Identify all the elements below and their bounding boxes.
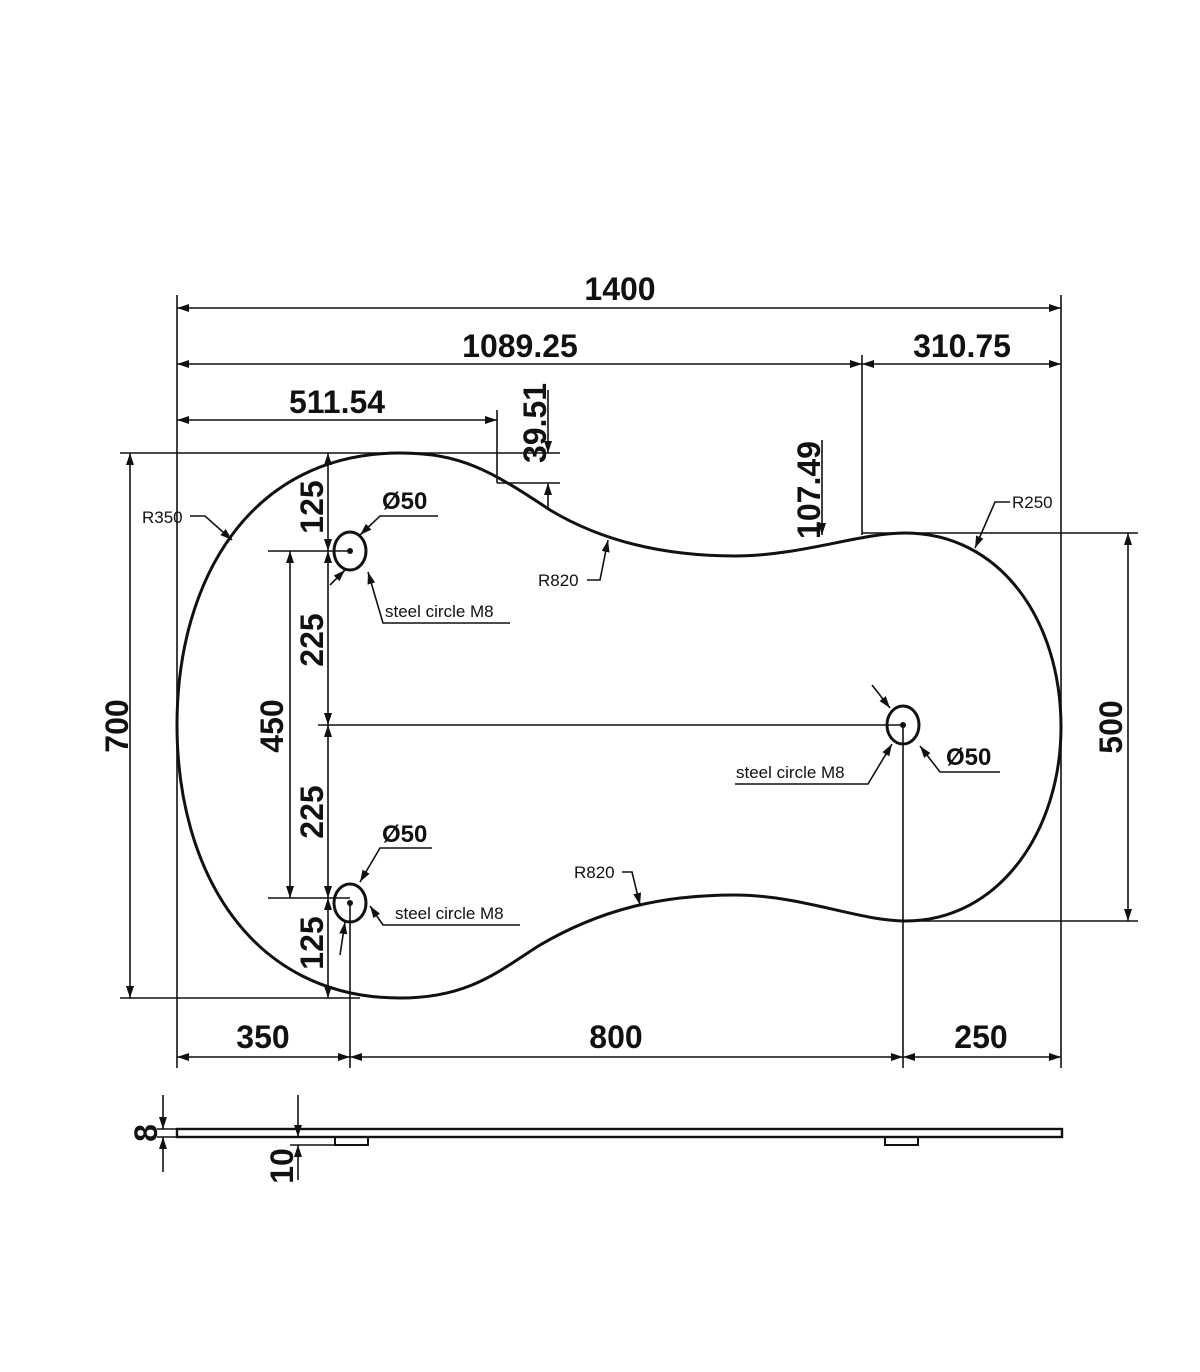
dimension-lines bbox=[126, 304, 1132, 1061]
dim-hole-to-bottom-edge: 125 bbox=[294, 916, 330, 969]
dim-width-to-top-notch: 511.54 bbox=[289, 384, 385, 420]
hole-note: steel circle M8 bbox=[736, 763, 845, 782]
hole-diameter: Ø50 bbox=[382, 821, 427, 848]
dim-overall-width: 1400 bbox=[584, 271, 655, 307]
hole-diameter: Ø50 bbox=[946, 744, 991, 771]
hole-diameter: Ø50 bbox=[382, 488, 427, 515]
dim-left-to-hole: 350 bbox=[236, 1019, 289, 1055]
dim-top-edge-to-hole: 125 bbox=[294, 480, 330, 533]
hole-top-left: Ø50 steel circle M8 bbox=[329, 488, 510, 624]
dim-right-step-depth: 107.49 bbox=[791, 441, 827, 539]
radius-bottom-curve: R820 bbox=[574, 863, 615, 882]
dim-hole-to-right: 250 bbox=[954, 1019, 1007, 1055]
hole-right: Ø50 steel circle M8 bbox=[735, 684, 1000, 785]
dim-top-notch-depth: 39.51 bbox=[517, 383, 553, 463]
radius-left-lobe: R350 bbox=[142, 508, 183, 527]
hole-note: steel circle M8 bbox=[395, 904, 504, 923]
dim-thickness: 8 bbox=[128, 1124, 164, 1142]
radius-top-curve: R820 bbox=[538, 571, 579, 590]
dim-hole-spacing: 450 bbox=[254, 699, 290, 752]
dim-hole-to-hole: 800 bbox=[589, 1019, 642, 1055]
radius-right-lobe: R250 bbox=[1012, 493, 1053, 512]
hole-note: steel circle M8 bbox=[385, 602, 494, 621]
hole-bottom-left: Ø50 steel circle M8 bbox=[332, 821, 520, 956]
extension-lines bbox=[120, 295, 1138, 1068]
dim-bracket-height: 10 bbox=[264, 1148, 300, 1184]
dim-hole-to-center-top: 225 bbox=[294, 613, 330, 666]
dim-center-to-hole-bottom: 225 bbox=[294, 785, 330, 838]
radius-leaders bbox=[190, 501, 1010, 906]
tabletop-outline bbox=[175, 451, 1063, 1000]
side-view: 8 10 bbox=[128, 1095, 1064, 1184]
dim-right-lobe-height: 500 bbox=[1093, 700, 1129, 753]
dim-width-to-right-lobe: 1089.25 bbox=[462, 328, 578, 364]
dim-overall-height: 700 bbox=[99, 699, 135, 752]
dim-right-lobe-width: 310.75 bbox=[913, 328, 1011, 364]
